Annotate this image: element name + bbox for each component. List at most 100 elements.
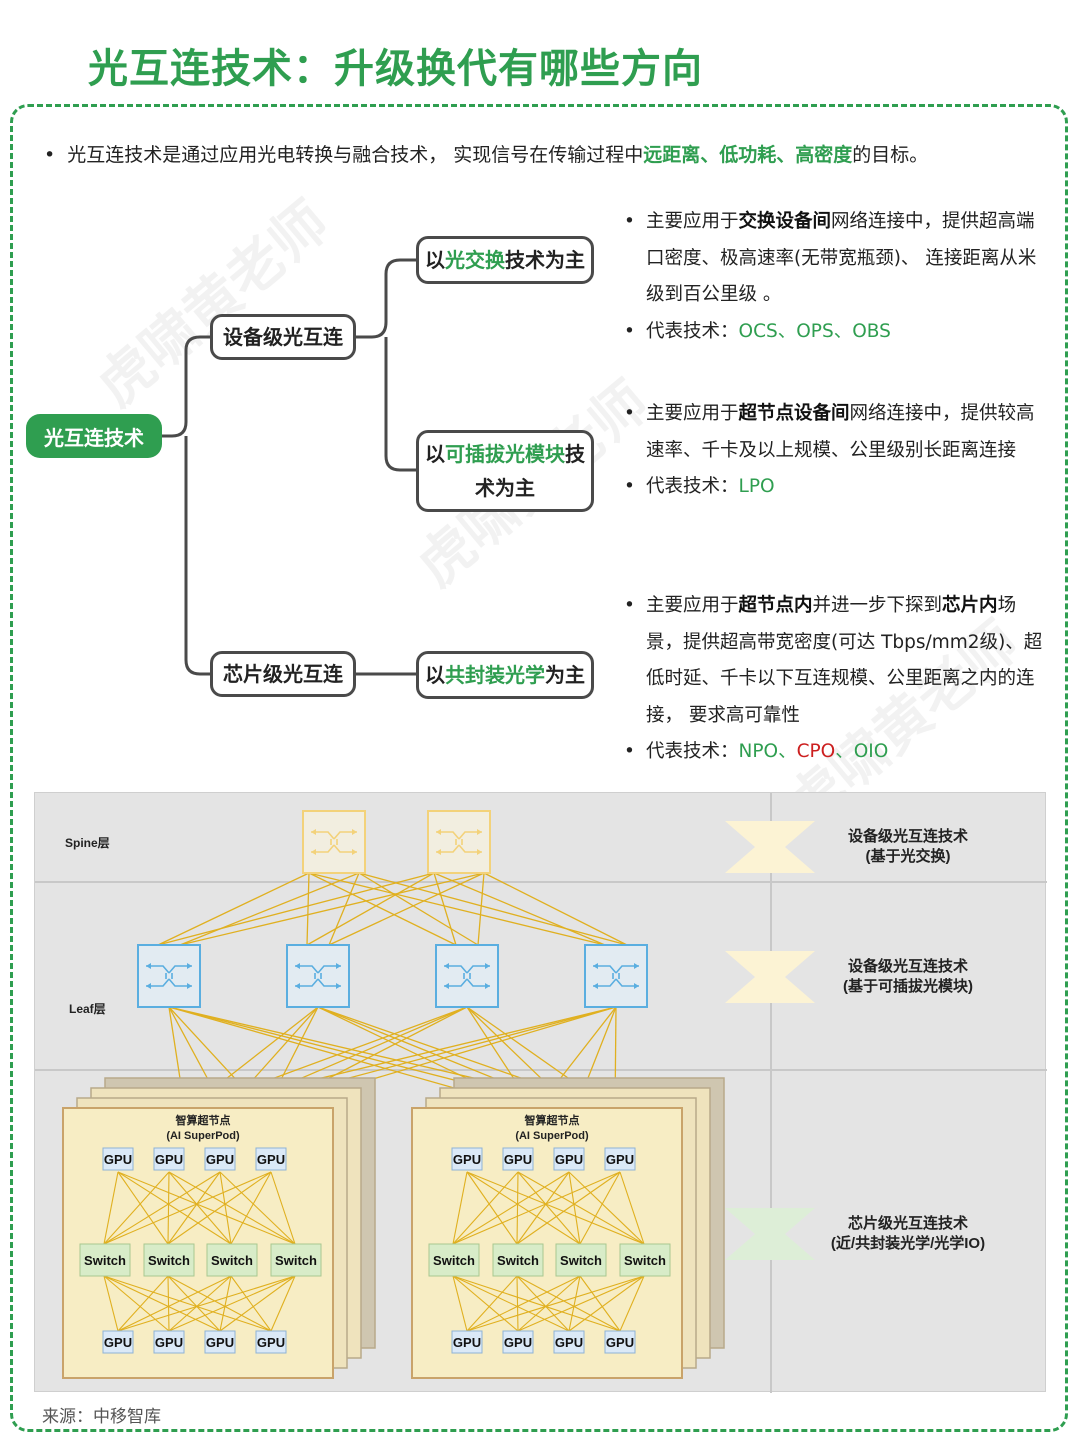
leaf-post: 技术为主 [505,248,585,272]
arrow-sublabel: (近/共封装光学/光学IO) [831,1234,985,1252]
arrow-sublabel: (基于光交换) [866,847,951,865]
gpu-label: GPU [606,1335,634,1350]
connector-device-leaf2 [384,337,416,472]
leaf-highlight: 共封装光学 [445,663,545,687]
pod-switch: Switch [428,1243,480,1277]
gpu-chip: GPU [255,1330,287,1354]
superpod-subtitle: (AI SuperPod) [515,1130,589,1142]
gpu-label: GPU [606,1152,634,1167]
leaf-post: 技术为主 [475,442,585,500]
arrow-icon [725,951,815,1003]
content-frame [10,104,1068,1432]
intro-highlight: 远距离、低功耗、高密度 [643,144,853,166]
switch-label: Switch [211,1253,253,1268]
superpod-title: 智算超节点 [525,1113,580,1127]
superpod-subtitle: (AI SuperPod) [166,1130,240,1142]
tree-root: 光互连技术 [26,414,162,458]
connector-root-device [162,335,210,438]
gpu-chip: GPU [502,1330,534,1354]
leaf-switch [435,944,499,1008]
gpu-chip: GPU [204,1330,236,1354]
gpu-chip: GPU [102,1330,134,1354]
gpu-label: GPU [206,1152,234,1167]
spine-switch [302,810,366,874]
gpu-chip: GPU [255,1147,287,1171]
gpu-chip: GPU [604,1147,636,1171]
switch-label: Switch [624,1253,666,1268]
intro-text: • 光互连技术是通过应用光电转换与融合技术， 实现信号在传输过程中远距离、低功耗、… [44,140,928,167]
intro-suffix: 的目标。 [852,144,929,166]
gpu-label: GPU [555,1152,583,1167]
leaf-highlight: 光交换 [445,248,505,272]
leaf-pre: 以 [425,663,445,687]
gpu-chip: GPU [502,1147,534,1171]
gpu-label: GPU [555,1335,583,1350]
pod-switch: Switch [143,1243,195,1277]
gpu-label: GPU [104,1335,132,1350]
node-optical-switching: 以光交换技术为主 [416,236,594,284]
switch-label: Switch [275,1253,317,1268]
desc-bullet: 主要应用于超节点设备间网络连接中，提供较高速率、千卡及以上规模、公里级别长距离连… [624,396,1044,469]
gpu-label: GPU [453,1152,481,1167]
description-cpo: 主要应用于超节点内并进一步下探到芯片内场景，提供超高带宽密度(可达 Tbps/m… [624,588,1044,771]
switch-label: Switch [148,1253,190,1268]
layer-arrow: 设备级光互连技术(基于光交换) [725,821,968,873]
gpu-chip: GPU [204,1147,236,1171]
desc-rep: 代表技术：LPO [624,469,1044,506]
desc-bullet: 主要应用于交换设备间网络连接中，提供超高端口密度、极高速率(无带宽瓶颈)、 连接… [624,204,1044,314]
arrow-icon [725,821,815,873]
switch-label: Switch [560,1253,602,1268]
switch-label: Switch [433,1253,475,1268]
leaf-switch [286,944,350,1008]
page-title: 光互连技术：升级换代有哪些方向 [88,46,703,92]
arrow-label: 芯片级光互连技术 [848,1214,968,1232]
pod-switch: Switch [79,1243,131,1277]
arrow-label: 设备级光互连技术 [848,957,968,975]
superpod-title: 智算超节点 [176,1113,231,1127]
leaf-switch [584,944,648,1008]
node-device-level: 设备级光互连 [210,314,356,360]
gpu-chip: GPU [153,1147,185,1171]
gpu-label: GPU [257,1335,285,1350]
node-chip-level: 芯片级光互连 [210,651,356,697]
gpu-chip: GPU [604,1330,636,1354]
intro-prefix: 光互连技术是通过应用光电转换与融合技术， 实现信号在传输过程中 [67,144,644,166]
leaf-label: Leaf层 [69,1002,106,1016]
leaf-switch [137,944,201,1008]
gpu-chip: GPU [451,1330,483,1354]
pod-switch: Switch [492,1243,544,1277]
gpu-label: GPU [504,1335,532,1350]
arrow-sublabel: (基于可插拔光模块) [843,977,973,995]
leaf-pre: 以 [425,248,445,272]
bullet: • [44,144,56,166]
layer-arrow: 设备级光互连技术 (基于可插拔光模块) [725,951,973,1003]
gpu-chip: GPU [102,1147,134,1171]
node-co-packaged-optics: 以共封装光学为主 [416,651,594,699]
arrow-icon [725,1208,815,1260]
source-note: 来源：中移智库 [42,1407,161,1427]
connector-root-chip [184,436,210,676]
desc-rep: 代表技术：OCS、OPS、OBS [624,314,1044,351]
leaf-pre: 以 [425,442,445,466]
description-optical-switching: 主要应用于交换设备间网络连接中，提供超高端口密度、极高速率(无带宽瓶颈)、 连接… [624,204,1044,350]
desc-rep: 代表技术：NPO、CPO、OIO [624,734,1044,771]
layer-arrow: 芯片级光互连技术 (近/共封装光学/光学IO) [725,1208,985,1260]
gpu-label: GPU [206,1335,234,1350]
pod-switch: Switch [619,1243,671,1277]
gpu-label: GPU [504,1152,532,1167]
node-pluggable-module: 以可插拔光模块技术为主 [416,430,594,512]
spine-label: Spine层 [65,836,110,850]
gpu-chip: GPU [451,1147,483,1171]
tree-connectors [162,258,416,676]
superpod: 智算超节点 (AI SuperPod) GPU GPU GPU GPU GPU GPU GPU G… [411,1077,725,1379]
pod-switch: Switch [270,1243,322,1277]
spine-switch [427,810,491,874]
gpu-label: GPU [104,1152,132,1167]
network-svg: Spine层 Leaf层 智算超节点 (AI SuperPod) GPU GPU GPU… [35,793,1047,1393]
gpu-chip: GPU [153,1330,185,1354]
connector-device-leaf1 [356,258,416,339]
network-diagram: Spine层 Leaf层 智算超节点 (AI SuperPod) GPU GPU GPU… [34,792,1047,1393]
gpu-label: GPU [453,1335,481,1350]
pod-switch: Switch [555,1243,607,1277]
gpu-label: GPU [155,1152,183,1167]
